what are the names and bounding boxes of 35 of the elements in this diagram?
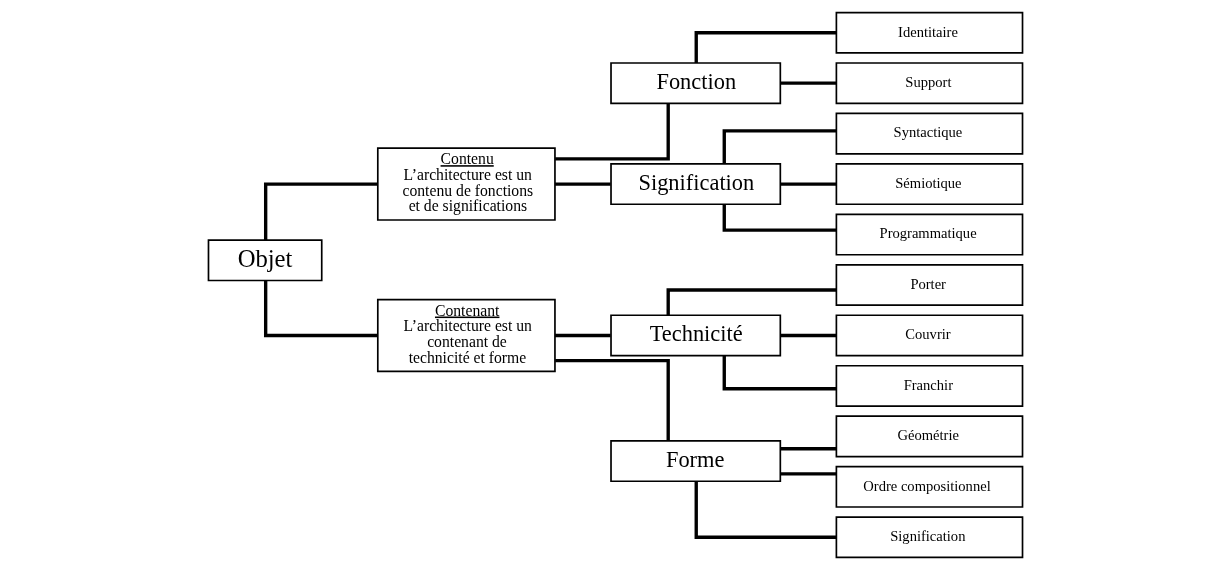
- node-box: Technicité: [610, 314, 782, 357]
- node-box: Porter: [835, 264, 1024, 306]
- node-box: Fonction: [610, 62, 782, 105]
- node-box: Sémiotique: [835, 163, 1024, 206]
- connector: [780, 472, 837, 476]
- connector: [780, 182, 837, 186]
- node-box: Syntactique: [835, 112, 1024, 155]
- connector: [264, 182, 378, 240]
- node-box: Franchir: [835, 364, 1024, 407]
- node-box: Objet: [207, 239, 323, 282]
- connector: [694, 31, 837, 63]
- node-box: Ordre compositionnel: [835, 465, 1024, 508]
- connector: [555, 359, 670, 441]
- connector: [722, 355, 837, 391]
- node-box: Forme: [610, 440, 782, 483]
- connector: [555, 182, 611, 186]
- connector: [780, 447, 837, 451]
- node-box: Contenant L’architecture est un contenant de technicité et forme: [376, 298, 556, 373]
- connector: [722, 204, 837, 232]
- connector: [666, 288, 837, 315]
- node-box: Programmatique: [835, 213, 1024, 256]
- node-box: Contenu L’architecture est un contenu de fonctions et de significations: [376, 147, 556, 221]
- connector: [555, 333, 611, 338]
- connector: [264, 280, 378, 338]
- node-box: Identitaire: [835, 11, 1024, 54]
- node-box: Support: [835, 62, 1024, 105]
- connector: [780, 81, 837, 85]
- connector: [722, 129, 837, 164]
- node-box: Géométrie: [835, 415, 1024, 458]
- node-box: Signification: [610, 163, 782, 206]
- connector: [694, 481, 837, 539]
- node-box: Signification: [835, 516, 1024, 559]
- node-box: Couvrir: [835, 314, 1024, 357]
- connector: [555, 103, 670, 161]
- connector: [780, 333, 837, 338]
